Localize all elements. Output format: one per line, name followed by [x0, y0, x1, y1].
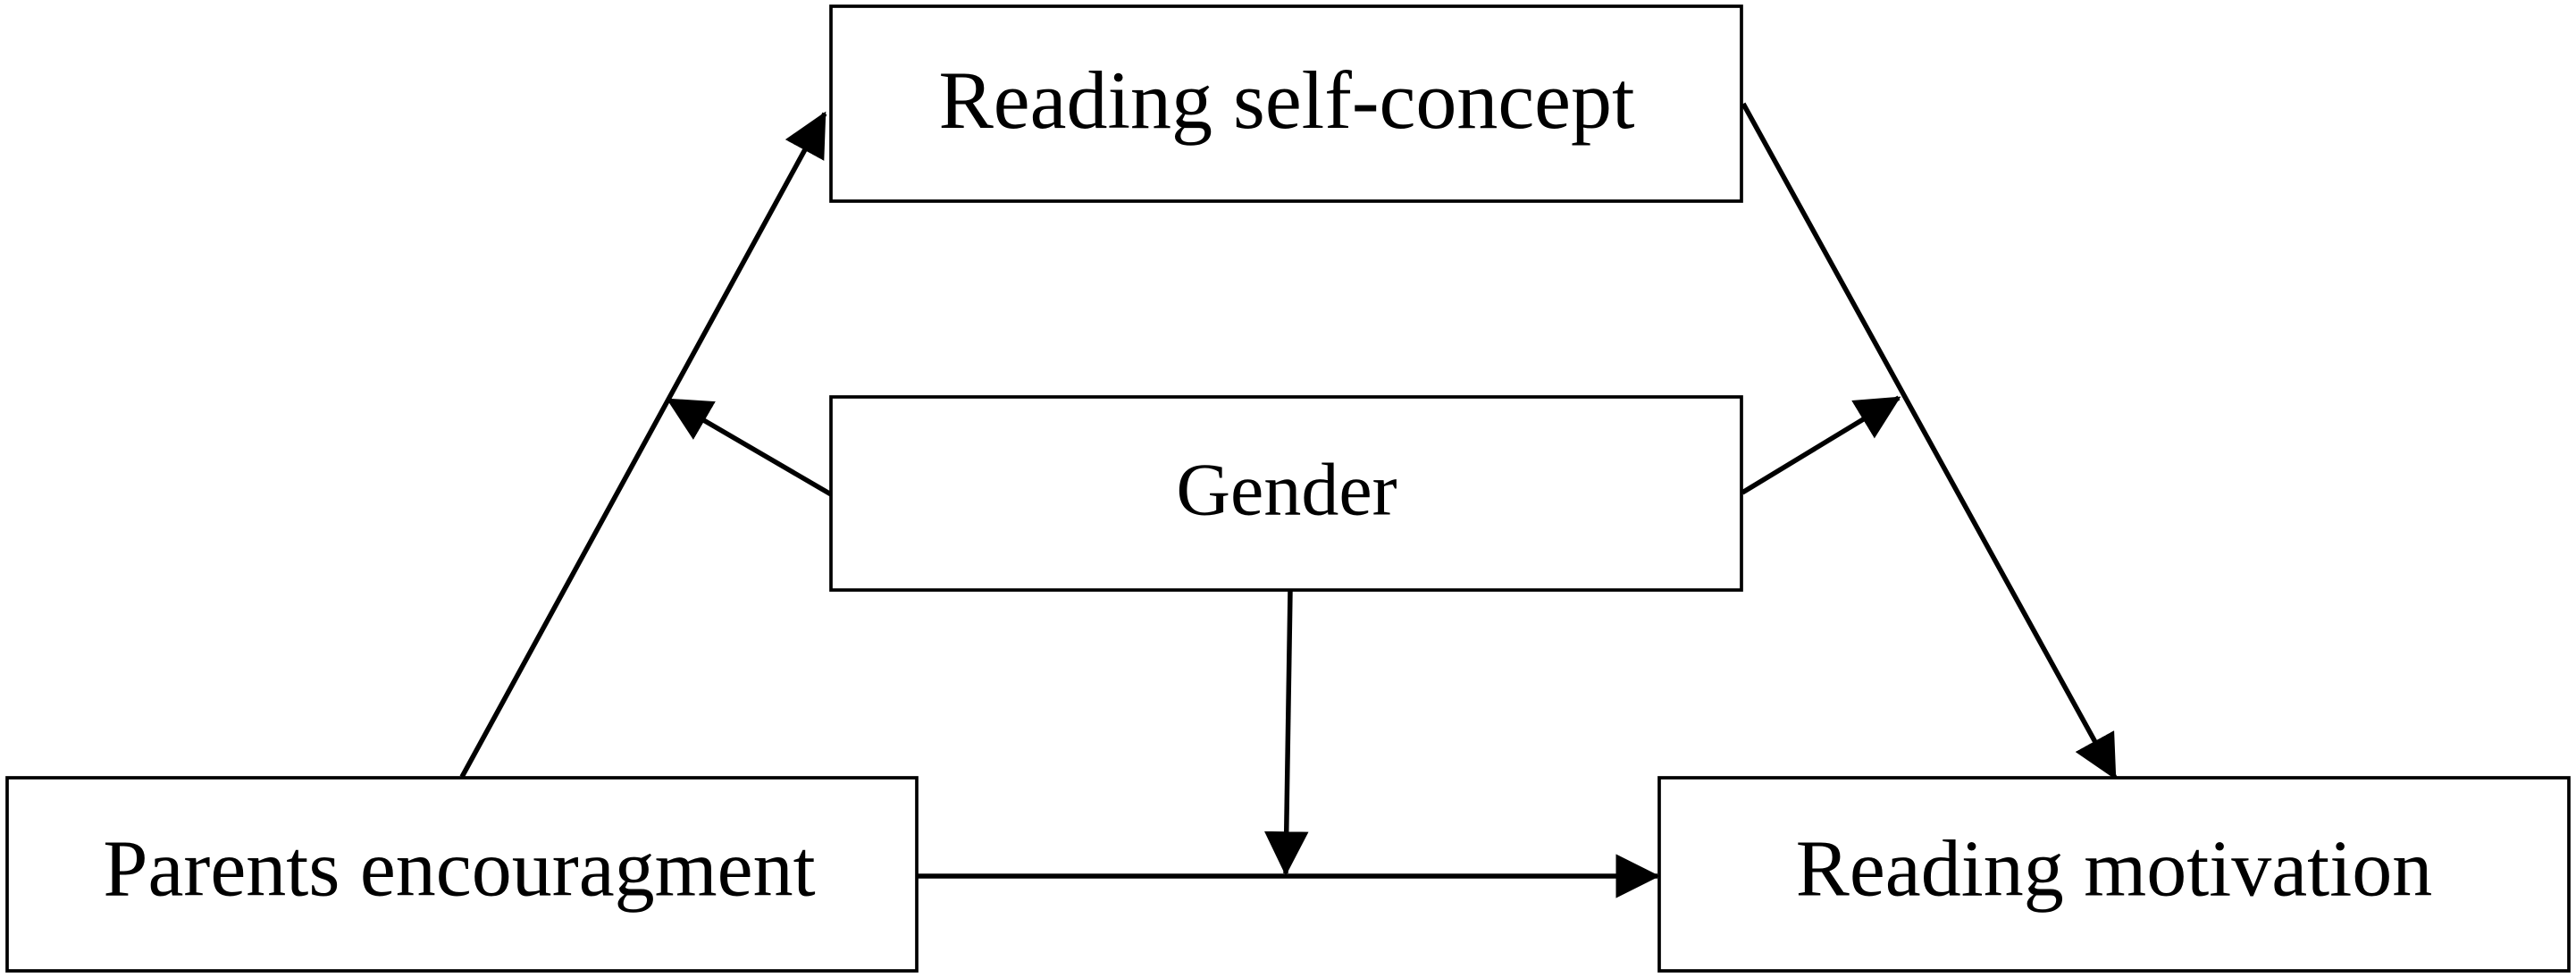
arrow-gender-moderates-left-path	[666, 397, 833, 497]
arrow-gender-moderates-right-path	[1741, 395, 1901, 495]
motivation-label: Reading motivation	[1796, 825, 2432, 914]
arrow-parents-to-self-concept	[459, 111, 827, 779]
gender-box	[829, 395, 1743, 592]
node-gender: Gender	[829, 395, 1743, 592]
node-parents: Parents encouragment	[5, 776, 919, 973]
parents-box	[5, 776, 919, 973]
self-concept-box	[829, 4, 1743, 203]
self-concept-label: Reading self-concept	[938, 55, 1635, 146]
arrows-group	[459, 102, 2118, 898]
gender-label: Gender	[1176, 449, 1397, 532]
arrow-gender-moderates-direct-path	[1263, 589, 1309, 876]
motivation-box	[1657, 776, 2571, 973]
node-motivation: Reading motivation	[1657, 776, 2571, 973]
parents-label: Parents encouragment	[103, 825, 815, 914]
node-self-concept: Reading self-concept	[829, 4, 1743, 203]
arrow-self-concept-to-motivation	[1741, 102, 2118, 780]
